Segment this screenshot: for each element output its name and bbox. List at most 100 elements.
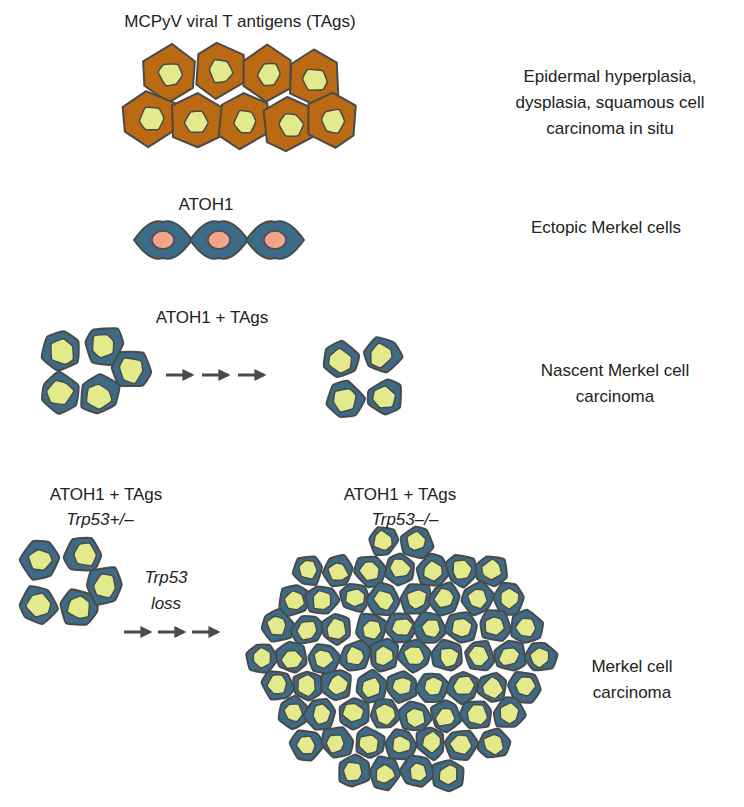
nucleus <box>530 648 549 668</box>
merkel-cell-carcinoma-tumor <box>246 527 557 791</box>
nucleus <box>468 589 487 608</box>
tumor-cell <box>112 352 151 386</box>
tumor-cell <box>465 641 494 670</box>
nucleus <box>313 704 331 724</box>
nucleus <box>406 709 424 728</box>
nucleus <box>140 107 164 130</box>
label: Ectopic Merkel cells <box>496 215 716 241</box>
nascent-cluster <box>20 538 122 625</box>
tumor-cell <box>445 731 478 760</box>
nucleus <box>253 648 270 669</box>
nucleus <box>303 69 328 90</box>
nucleus <box>468 646 488 666</box>
nucleus <box>26 593 51 617</box>
nucleus <box>452 618 472 636</box>
tumor-cell <box>413 612 446 643</box>
tumor-cell <box>305 586 339 613</box>
keratinocyte <box>219 93 270 149</box>
label: Nascent Merkel cell carcinoma <box>508 358 723 410</box>
nucleus <box>322 109 345 133</box>
nucleus <box>298 675 315 697</box>
label: Trp53–/– <box>345 507 465 533</box>
nucleus <box>392 678 411 695</box>
nucleus <box>500 703 518 724</box>
tumor-cell <box>494 641 525 671</box>
nucleus <box>485 617 504 635</box>
nucleus <box>284 704 302 722</box>
nucleus <box>334 389 356 412</box>
nucleus <box>371 343 392 368</box>
nucleus <box>346 589 365 606</box>
nucleus <box>326 735 344 753</box>
nucleus <box>299 561 317 579</box>
tumor-cell <box>431 700 461 732</box>
label: Trp53+/– <box>40 507 160 533</box>
tumor-cell <box>398 701 431 730</box>
label: Merkel cell carcinoma <box>552 654 712 706</box>
nucleus <box>376 646 394 666</box>
keratinocyte <box>123 91 176 147</box>
tumor-cell <box>87 567 122 604</box>
nucleus <box>328 675 348 695</box>
nucleus <box>450 735 472 754</box>
tumor-cell <box>339 640 370 670</box>
nucleus <box>410 763 426 781</box>
tumor-cell <box>398 640 431 673</box>
tumor-cell <box>64 538 102 571</box>
nucleus <box>208 231 230 249</box>
label: ATOH1 + TAgs <box>26 482 186 508</box>
nucleus <box>28 550 52 570</box>
nucleus <box>67 596 89 618</box>
tumor-cell <box>357 727 385 758</box>
nucleus <box>87 384 112 409</box>
tumor-cell <box>369 527 398 555</box>
tumor-cell <box>416 674 450 702</box>
nucleus <box>484 734 504 754</box>
keratinocyte <box>172 93 222 147</box>
tumor-cell <box>262 609 294 642</box>
tumor-cell <box>371 639 398 672</box>
tumor-cell <box>290 731 324 761</box>
arrow <box>192 631 218 634</box>
nucleus <box>281 651 302 669</box>
tumor-cell <box>433 760 464 791</box>
nucleus <box>376 764 395 783</box>
tumor-cell <box>460 701 491 728</box>
nucleus <box>375 704 395 725</box>
tumor-cell <box>366 583 399 616</box>
nucleus <box>359 735 378 754</box>
tumor-cell <box>262 671 295 699</box>
keratinocyte <box>196 43 244 99</box>
nucleus <box>343 762 362 780</box>
nucleus <box>347 646 364 665</box>
tumor-cell <box>322 727 353 757</box>
tumor-cell <box>478 729 511 758</box>
nucleus <box>501 588 519 609</box>
label: ATOH1 <box>146 192 266 218</box>
tumor-cell <box>290 616 324 644</box>
nucleus <box>374 530 392 550</box>
nucleus <box>120 358 143 383</box>
tumor-cell <box>293 556 322 585</box>
tumor-cell <box>42 331 79 370</box>
progression-arrows <box>166 375 264 376</box>
nucleus <box>363 621 381 640</box>
label: ATOH1 + TAgs <box>132 305 292 331</box>
nucleus <box>296 736 315 754</box>
tumor-cell <box>322 614 350 645</box>
tumor-cell <box>447 672 478 704</box>
label: Epidermal hyperplasia, dysplasia, squamo… <box>490 64 730 142</box>
spindle-cell <box>246 221 304 259</box>
tumor-cell <box>481 610 511 641</box>
nucleus <box>94 574 116 597</box>
keratinocyte <box>243 45 290 102</box>
nucleus <box>392 619 413 635</box>
tumor-cell <box>417 554 449 586</box>
tumor-cell <box>477 673 506 702</box>
tumor-cell <box>511 610 543 643</box>
nucleus <box>374 591 394 611</box>
nucleus <box>393 736 411 753</box>
nucleus <box>284 591 304 610</box>
nucleus <box>362 678 380 698</box>
tumor-cell <box>494 697 526 726</box>
